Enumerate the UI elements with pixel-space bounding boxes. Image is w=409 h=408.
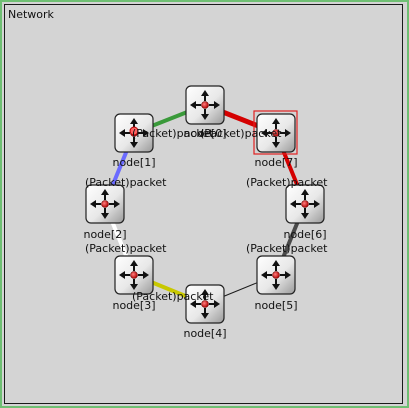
module-title: Network (8, 8, 54, 21)
packet-label: (Packet)packet (85, 242, 167, 255)
node-label-5: node[5] (254, 299, 297, 312)
node-label-1: node[1] (112, 156, 155, 169)
node-label-2: node[2] (83, 228, 126, 241)
node-icon-2[interactable] (85, 184, 125, 224)
packet-label: (Packet)packet (200, 127, 282, 140)
node-label-7: node[7] (254, 156, 297, 169)
node-label-4: node[4] (183, 327, 226, 340)
node-icon-7[interactable] (256, 113, 296, 153)
packet-label: (Packet)packet (246, 242, 328, 255)
node-icon-5[interactable] (256, 255, 296, 295)
node-icon-4[interactable] (185, 284, 225, 324)
packet-label: (Packet)packet (246, 176, 328, 189)
packet-label: (Packet)packet (132, 290, 214, 303)
packet-label: (Packet)packet (132, 127, 214, 140)
node-label-6: node[6] (283, 228, 326, 241)
node-icon-0[interactable] (185, 85, 225, 125)
packet-dot[interactable] (129, 126, 139, 136)
node-icon-6[interactable] (285, 184, 325, 224)
node-labels: node[0] node[1] node[2] node[3] node[4] … (83, 127, 326, 340)
nodes (85, 85, 325, 324)
node-label-0: node[0] (183, 127, 226, 140)
module-canvas (4, 4, 403, 404)
node-label-3: node[3] (112, 299, 155, 312)
node-icon-3[interactable] (114, 255, 154, 295)
selection-highlight (253, 110, 298, 155)
packets: (Packet)packet (Packet)packet (Packet)pa… (85, 126, 328, 303)
packet-label: (Packet)packet (85, 176, 167, 189)
